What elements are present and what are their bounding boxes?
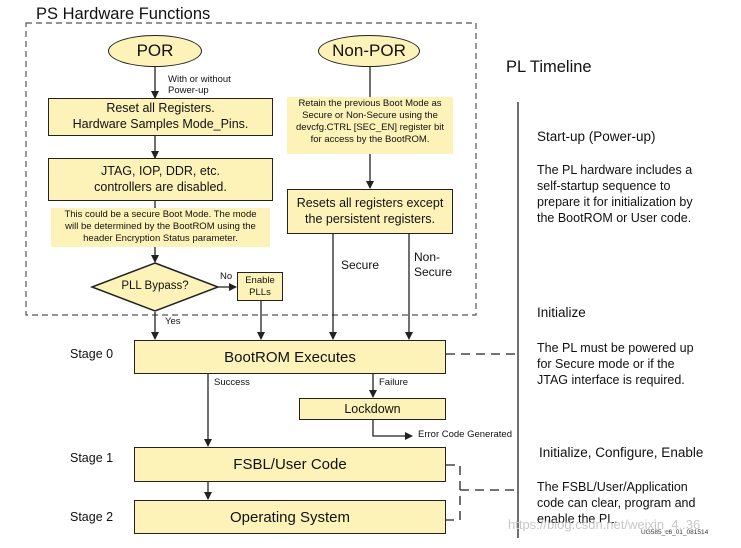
lockdown-label: Lockdown — [344, 402, 401, 416]
failure-label: Failure — [379, 377, 409, 388]
dashed-link-fsbl — [446, 464, 461, 521]
non-por-oval: Non-POR — [318, 35, 420, 67]
fsbl-user-code-label: FSBL/User Code — [233, 456, 347, 473]
stage-0-label: Stage 0 — [70, 347, 114, 361]
secure-label: Secure — [341, 258, 380, 272]
por-oval: POR — [108, 35, 202, 67]
por-label: POR — [136, 41, 174, 60]
error-code-label: Error Code Generated — [418, 429, 512, 440]
yes-label: Yes — [165, 316, 181, 327]
non-por-label: Non-POR — [332, 41, 406, 60]
non-secure-label: Non-Secure — [414, 250, 453, 279]
reset-registers-box: Reset all Registers.Hardware Samples Mod… — [48, 98, 273, 136]
initialize-title: Initialize — [537, 305, 586, 320]
arrow-lockdown-error — [372, 420, 413, 440]
bootrom-executes-box: BootROM Executes — [134, 340, 446, 374]
stage-1-label: Stage 1 — [70, 451, 114, 465]
controllers-disabled-box: JTAG, IOP, DDR, etc.controllers are disa… — [48, 158, 273, 201]
startup-title: Start-up (Power-up) — [537, 129, 656, 144]
bootrom-executes-label: BootROM Executes — [224, 348, 356, 366]
secure-boot-note: This could be a secure Boot Mode. The mo… — [51, 208, 270, 247]
operating-system-label: Operating System — [229, 508, 351, 526]
operating-system-box: Operating System — [134, 500, 446, 534]
figure-id: UG585_c6_01_081514 — [641, 529, 709, 536]
no-label: No — [220, 271, 233, 282]
lockdown-box: Lockdown — [299, 398, 446, 420]
pll-bypass-diamond — [89, 262, 221, 312]
stage-2-label: Stage 2 — [70, 510, 114, 524]
fsbl-user-code-box: FSBL/User Code — [134, 447, 446, 482]
initialize-configure-enable-title: Initialize, Configure, Enable — [539, 445, 704, 460]
pll-bypass-label: PLL Bypass? — [121, 280, 189, 292]
success-label: Success — [214, 377, 250, 388]
ps-dashed-frame — [25, 22, 477, 316]
pl-timeline-title: PL Timeline — [506, 58, 592, 76]
watermark: https://blog.csdn.net/weixin_4..36 — [508, 517, 701, 532]
diagram-title: PS Hardware Functions — [36, 5, 211, 23]
